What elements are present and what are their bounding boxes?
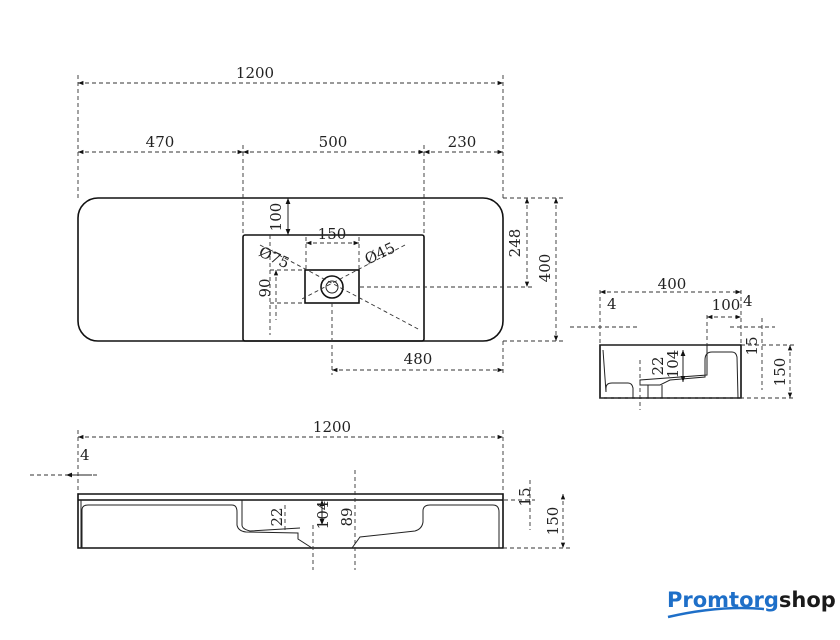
front-dim-4: 4 [80,446,90,464]
top-view: 1200 470 500 230 100 150 Ø75 Ø45 90 248 … [77,64,565,375]
front-view: 1200 4 15 150 22 104 89 [30,418,570,570]
dim-500: 500 [319,133,348,151]
front-dim-1200: 1200 [313,418,351,436]
basin-outline [77,197,504,342]
bowl-outline [242,234,425,342]
dim-1200: 1200 [236,64,274,82]
dim-470: 470 [146,133,175,151]
logo-swoosh [667,606,765,619]
dim-230: 230 [448,133,477,151]
front-dim-150: 150 [544,507,562,536]
drain-outer-circle [320,275,344,299]
front-dim-89: 89 [338,507,356,526]
logo-part2: shop [779,588,836,612]
dim-d45: Ø45 [362,239,398,269]
dim-248: 248 [506,229,524,258]
side-dim-15: 15 [743,336,761,355]
side-dim-104: 104 [664,350,682,379]
promtorgshop-logo: Promtorgshop [667,588,836,619]
front-dim-15: 15 [516,487,534,506]
dim-150: 150 [318,225,347,243]
dim-d75: Ø75 [256,243,292,273]
side-dim-100: 100 [712,296,741,314]
side-dim-400: 400 [658,275,687,293]
drain-inner-circle [325,280,339,294]
dim-90: 90 [256,278,274,297]
dim-100: 100 [267,203,285,232]
side-dim-4-left: 4 [607,295,617,313]
side-dim-150: 150 [771,358,789,387]
front-dim-22: 22 [268,507,286,526]
side-view: 400 4 100 4 15 150 22 104 [570,275,795,410]
dim-400: 400 [536,254,554,283]
side-dim-4-right: 4 [743,292,753,310]
side-dim-22: 22 [649,356,667,375]
dim-480: 480 [404,350,433,368]
front-dim-104: 104 [314,501,332,530]
